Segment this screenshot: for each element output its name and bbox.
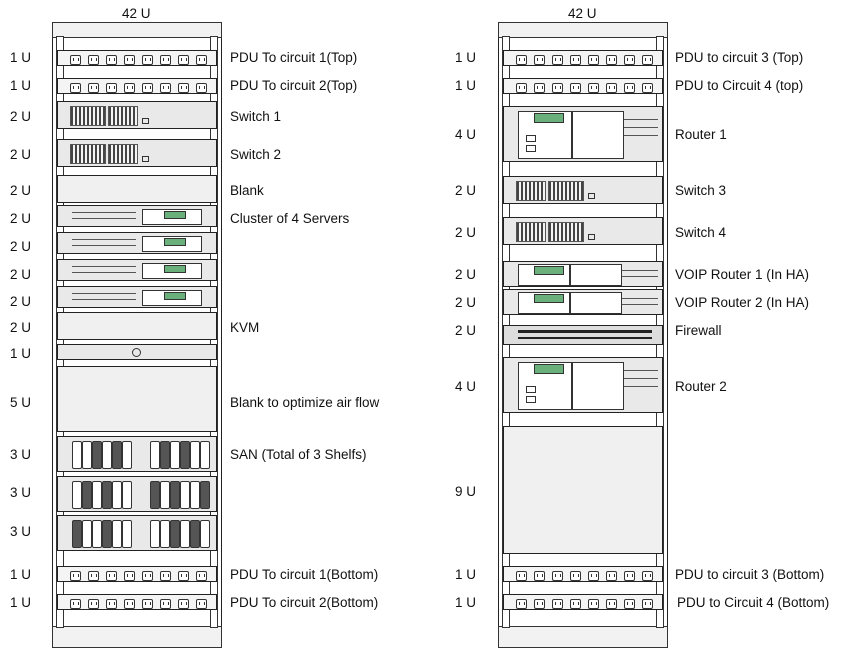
- rack1-pdu-top-2: [57, 78, 217, 94]
- rack1-device-label: PDU To circuit 2(Bottom): [230, 595, 379, 610]
- rack1-device-label: Switch 1: [230, 109, 282, 124]
- rack1-unit-label: 2 U: [10, 267, 32, 282]
- rack2-device-label: PDU to Circuit 4 (top): [675, 78, 804, 93]
- rack1-unit-label: 1 U: [10, 567, 32, 582]
- rack2-device-label: PDU to circuit 3 (Bottom): [675, 567, 825, 582]
- rack2-device-label: Switch 3: [675, 183, 727, 198]
- rack1-kvm: [57, 312, 217, 340]
- rack1-kvm-1u: [57, 344, 217, 360]
- rack1-pdu-top-1: [57, 50, 217, 66]
- rack2-voip-router-1: [503, 261, 663, 287]
- rack1-san-shelf-2: [57, 476, 217, 512]
- rack1-unit-label: 1 U: [10, 346, 32, 361]
- rack1-title: 42 U: [122, 6, 151, 21]
- rack2-switch-4: [503, 217, 663, 245]
- rack2-bottom-cap: [498, 626, 668, 648]
- rack2-pdu-bottom-3: [503, 566, 663, 582]
- rack1-device-label: KVM: [230, 320, 260, 335]
- rack2-switch-3: [503, 176, 663, 204]
- rack2-firewall: [503, 325, 663, 345]
- rack2-device-label: PDU to circuit 3 (Top): [675, 50, 804, 65]
- rack2-device-label: Switch 4: [675, 225, 727, 240]
- rack1-pdu-bottom-1: [57, 566, 217, 582]
- rack1-blank-panel: [57, 175, 217, 203]
- rack1-device-label: Blank to optimize air flow: [230, 395, 380, 410]
- rack2-unit-label: 2 U: [455, 225, 477, 240]
- rack2-unit-label: 9 U: [455, 484, 477, 499]
- rack1-server-2: [57, 232, 217, 254]
- rack1-device-label: PDU To circuit 2(Top): [230, 78, 358, 93]
- rack1-unit-label: 1 U: [10, 50, 32, 65]
- rack2-voip-router-2: [503, 289, 663, 315]
- rack2-unit-label: 1 U: [455, 595, 477, 610]
- rack2-unit-label: 2 U: [455, 295, 477, 310]
- rack2-pdu-top-4: [503, 78, 663, 94]
- rack1-unit-label: 2 U: [10, 183, 32, 198]
- rack1-unit-label: 5 U: [10, 395, 32, 410]
- rack2-unit-label: 4 U: [455, 379, 477, 394]
- rack2-pdu-bottom-4: [503, 594, 663, 610]
- rack1-device-label: PDU To circuit 1(Top): [230, 50, 358, 65]
- rack1-switch-1: [57, 101, 217, 129]
- rack1-unit-label: 2 U: [10, 320, 32, 335]
- rack2-device-label: Firewall: [675, 323, 722, 338]
- rack1-unit-label: 3 U: [10, 447, 32, 462]
- rack2-unit-label: 4 U: [455, 127, 477, 142]
- rack1-san-shelf-1: [57, 436, 217, 472]
- rack1-switch-2: [57, 139, 217, 167]
- rack1-unit-label: 3 U: [10, 524, 32, 539]
- rack2-device-label: VOIP Router 1 (In HA): [675, 267, 810, 282]
- rack2-unit-label: 1 U: [455, 50, 477, 65]
- rack1-unit-label: 3 U: [10, 485, 32, 500]
- rack1-server-1: [57, 205, 217, 227]
- rack1-device-label: Blank: [230, 183, 264, 198]
- rack1-server-3: [57, 259, 217, 281]
- rack1-san-shelf-3: [57, 515, 217, 551]
- rack2-device-label: Router 1: [675, 127, 727, 142]
- rack2-device-label: PDU to Circuit 4 (Bottom): [677, 595, 830, 610]
- rack1-device-label: PDU To circuit 1(Bottom): [230, 567, 379, 582]
- rack1-unit-label: 2 U: [10, 294, 32, 309]
- rack1-device-label: Cluster of 4 Servers: [230, 211, 350, 226]
- rack1-bottom-cap: [52, 626, 222, 648]
- rack1-device-label: Switch 2: [230, 147, 282, 162]
- rack1-server-4: [57, 286, 217, 308]
- rack2-unit-label: 2 U: [455, 267, 477, 282]
- rack2-unit-label: 2 U: [455, 183, 477, 198]
- rack1-unit-label: 2 U: [10, 109, 32, 124]
- rack2-router-2: [503, 357, 663, 413]
- rack1-top-cap: [52, 22, 222, 38]
- rack1-unit-label: 1 U: [10, 78, 32, 93]
- rack2-unit-label: 2 U: [455, 323, 477, 338]
- rack1-device-label: SAN (Total of 3 Shelfs): [230, 447, 367, 462]
- rack2-unit-label: 1 U: [455, 78, 477, 93]
- rack1-blank-airflow: [57, 366, 217, 432]
- rack2-title: 42 U: [568, 6, 597, 21]
- rack2-unit-label: 1 U: [455, 567, 477, 582]
- rack1-unit-label: 1 U: [10, 595, 32, 610]
- rack2-blank-9u: [503, 426, 663, 554]
- rack1-pdu-bottom-2: [57, 594, 217, 610]
- rack2-top-cap: [498, 22, 668, 38]
- rack2-device-label: Router 2: [675, 379, 727, 394]
- rack1-unit-label: 2 U: [10, 147, 32, 162]
- rack2-router-1: [503, 106, 663, 162]
- rack1-unit-label: 2 U: [10, 239, 32, 254]
- rack2-pdu-top-3: [503, 50, 663, 66]
- rack2-device-label: VOIP Router 2 (In HA): [675, 295, 810, 310]
- rack1-unit-label: 2 U: [10, 211, 32, 226]
